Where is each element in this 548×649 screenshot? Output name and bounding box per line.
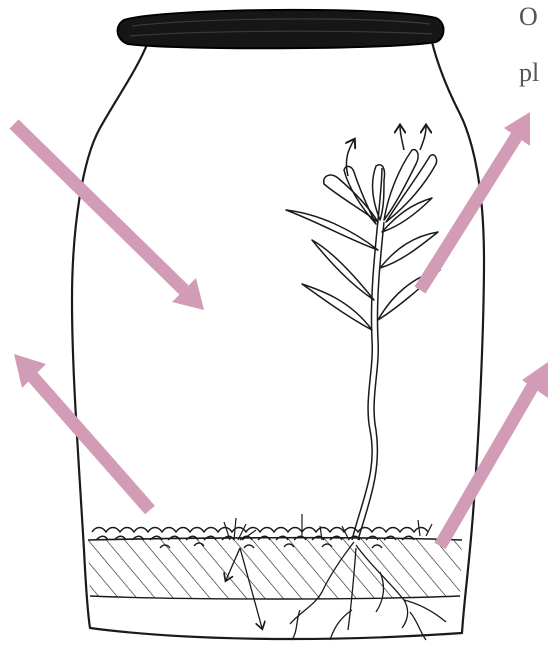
plant-leaf	[386, 155, 437, 222]
grass-tufts	[224, 514, 432, 540]
plant-leaf	[380, 232, 438, 268]
plant-leaf	[324, 175, 378, 222]
incoming-arrow-upper-left	[14, 124, 204, 310]
plant	[286, 126, 440, 540]
plant-leaf	[286, 210, 378, 250]
jar-lid	[118, 10, 444, 48]
outgoing-arrow-lower-left	[14, 354, 150, 510]
caption-line-2: pl	[519, 58, 539, 88]
soil-layer	[88, 538, 462, 599]
pink-arrows	[14, 112, 548, 546]
outgoing-arrow-lower-right	[440, 362, 548, 546]
outgoing-arrow-upper-right	[420, 112, 530, 290]
caption-line-1: O	[519, 2, 538, 32]
plant-leaf	[344, 166, 376, 224]
